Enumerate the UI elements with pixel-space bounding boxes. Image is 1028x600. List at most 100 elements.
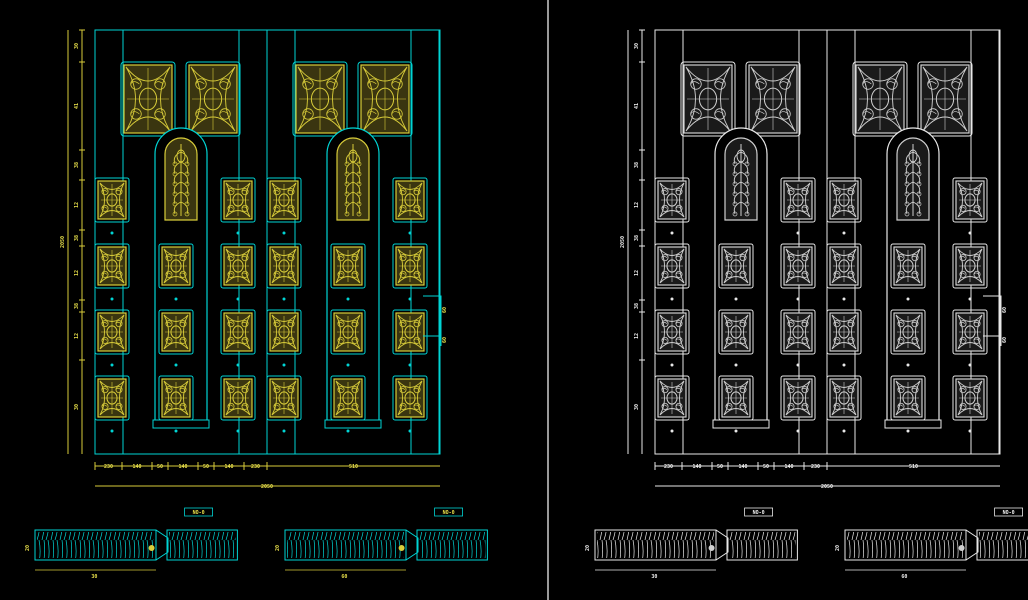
carving-panel	[269, 180, 299, 220]
section-dim-label: 60	[341, 574, 347, 580]
carving-panel	[657, 312, 687, 352]
vertical-dim-text: 12	[634, 202, 640, 208]
overall-width-text: 2050	[261, 484, 273, 490]
carving-panel	[269, 312, 299, 352]
carving-panel	[855, 64, 905, 134]
door-cross-section: 30 20 NO-0	[25, 507, 238, 580]
horizontal-dim-text: 50	[157, 464, 163, 470]
carving-panel	[721, 246, 751, 286]
carving-panel	[955, 378, 985, 418]
vertical-dim-text: 30	[634, 404, 640, 410]
carving-panel	[395, 312, 425, 352]
section-dim-label: 60	[901, 574, 907, 580]
carving-panel	[223, 312, 253, 352]
section-tag: NO-0	[193, 510, 205, 516]
carving-panel	[395, 246, 425, 286]
section-dim-label: 20	[835, 545, 841, 551]
overall-width-text: 2050	[821, 484, 833, 490]
carving-panel	[657, 246, 687, 286]
carving-panel	[395, 378, 425, 418]
arch-carving-panel	[724, 137, 758, 221]
section-tag: NO-0	[753, 510, 765, 516]
carving-panel	[333, 246, 363, 286]
carving-panel	[657, 378, 687, 418]
carving-panel	[395, 180, 425, 220]
carving-panel	[97, 180, 127, 220]
arch-carving-panel	[896, 137, 930, 221]
carving-panel	[97, 378, 127, 418]
vertical-dim-text: 30	[634, 43, 640, 49]
vertical-dim-text: 30	[74, 404, 80, 410]
horizontal-dim-text: 140	[178, 464, 187, 470]
door-leaf	[654, 29, 828, 455]
vertical-dim-text: 41	[74, 103, 80, 109]
side-mark-text: 60	[1002, 307, 1008, 313]
section-dim-label: 30	[91, 574, 97, 580]
carving-panel	[955, 312, 985, 352]
section-dim-label: 20	[585, 545, 591, 551]
carving-panel	[829, 246, 859, 286]
overall-height-text: 2050	[60, 236, 66, 248]
carving-panel	[829, 180, 859, 220]
arch-carving-panel	[336, 137, 370, 221]
horizontal-dim-text: 230	[251, 464, 260, 470]
horizontal-dim-text: 50	[203, 464, 209, 470]
carving-panel	[333, 312, 363, 352]
horizontal-dim-text: 140	[692, 464, 701, 470]
vertical-dim-text: 12	[74, 333, 80, 339]
horizontal-dim-text: 510	[349, 464, 358, 470]
vertical-dim-text: 41	[634, 103, 640, 109]
carving-panel	[97, 312, 127, 352]
vertical-dim-text: 38	[74, 235, 80, 241]
horizontal-dim-text: 140	[738, 464, 747, 470]
carving-panel	[188, 64, 238, 134]
carving-panel	[683, 64, 733, 134]
section-dim-label: 30	[651, 574, 657, 580]
carving-panel	[721, 378, 751, 418]
horizontal-dim-text: 230	[664, 464, 673, 470]
horizontal-dim-text: 50	[763, 464, 769, 470]
carving-panel	[295, 64, 345, 134]
carving-panel	[893, 378, 923, 418]
door-leaf	[266, 29, 440, 455]
section-tag: NO-0	[443, 510, 455, 516]
horizontal-dim-text: 510	[909, 464, 918, 470]
carving-panel	[783, 246, 813, 286]
carving-panel	[783, 312, 813, 352]
vertical-dim-text: 30	[74, 43, 80, 49]
horizontal-dim-text: 140	[784, 464, 793, 470]
carving-panel	[893, 312, 923, 352]
carving-panel	[829, 312, 859, 352]
carving-panel	[920, 64, 970, 134]
carving-panel	[783, 180, 813, 220]
vertical-dim-text: 12	[634, 333, 640, 339]
carving-panel	[269, 246, 299, 286]
carving-panel	[223, 180, 253, 220]
side-mark-text: 60	[1002, 337, 1008, 343]
side-mark-text: 60	[442, 307, 448, 313]
carving-panel	[123, 64, 173, 134]
carving-panel	[161, 312, 191, 352]
carving-panel	[161, 246, 191, 286]
door-cross-section: 30 20 NO-0	[585, 507, 798, 580]
side-marks: 60 60	[983, 295, 1008, 346]
horizontal-dim-text: 230	[811, 464, 820, 470]
carving-panel	[893, 246, 923, 286]
section-dim-label: 20	[25, 545, 31, 551]
carving-panel	[97, 246, 127, 286]
carving-panel	[223, 246, 253, 286]
carving-panel	[783, 378, 813, 418]
vertical-dim-text: 12	[634, 270, 640, 276]
vertical-dim-text: 38	[74, 303, 80, 309]
carving-panel	[223, 378, 253, 418]
carving-panel	[657, 180, 687, 220]
vertical-dim-text: 38	[74, 162, 80, 168]
vertical-dim-text: 12	[74, 202, 80, 208]
side-mark-text: 60	[442, 337, 448, 343]
vertical-dim-text: 38	[634, 162, 640, 168]
